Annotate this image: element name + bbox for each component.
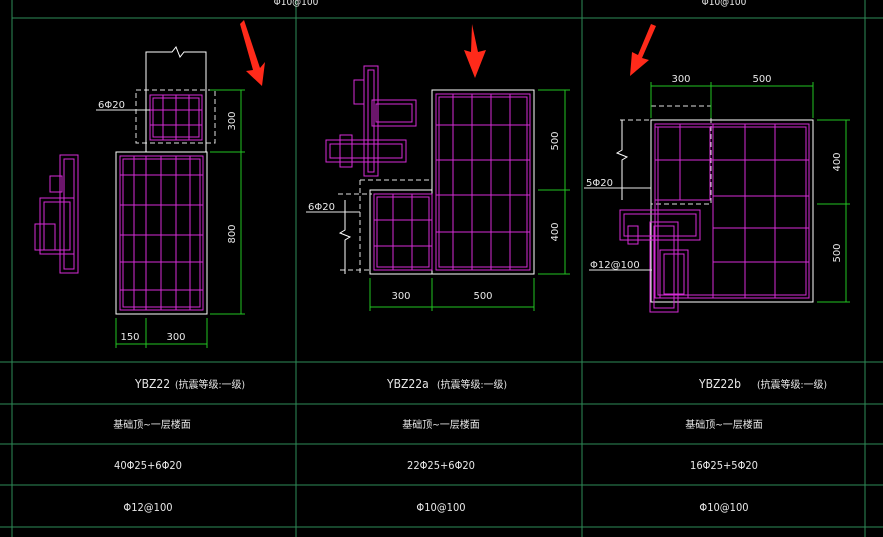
red-arrow-annotations: [240, 20, 656, 86]
dimension-lines: [650, 82, 850, 303]
col3-stirrup: Φ10@100: [699, 501, 748, 514]
table-text: YBZ22 (抗震等级:一级) 基础顶~一层楼面 40Φ25+6Φ20 Φ12@…: [113, 377, 827, 514]
callout-5phi20: 5Φ20: [586, 178, 613, 189]
col2-range: 基础顶~一层楼面: [402, 418, 480, 431]
col3-longitudinal: 16Φ25+5Φ20: [690, 459, 758, 472]
callout-6phi20: 6Φ20: [308, 202, 335, 213]
dimension-lines: [369, 89, 570, 311]
col2-longitudinal: 22Φ25+6Φ20: [407, 459, 475, 472]
rebar-cage: [119, 94, 204, 311]
col3-grade: (抗震等级:一级): [757, 378, 827, 391]
dim-400-vertical: 400: [550, 222, 561, 241]
rebar-cage: [325, 65, 531, 271]
hidden-wall-outline: [338, 179, 432, 274]
section-ybz22b[interactable]: 300 500 400 500 5Φ20 Φ12@100: [584, 74, 850, 313]
top-cut-label-2: Φ10@100: [702, 0, 747, 8]
dim-400-vertical: 400: [832, 152, 843, 171]
hidden-wall-outline: [620, 105, 712, 205]
dim-500: 500: [752, 74, 771, 85]
callout-phi12-100: Φ12@100: [590, 260, 640, 271]
col2-name: YBZ22a: [386, 377, 429, 391]
red-arrow-3-icon: [630, 24, 656, 76]
col3-range: 基础顶~一层楼面: [685, 418, 763, 431]
column-outline: [115, 151, 208, 315]
break-line: [615, 120, 629, 200]
col1-longitudinal: 40Φ25+6Φ20: [114, 459, 182, 472]
section-ybz22a[interactable]: 500 400 300 500 6Φ20: [306, 65, 570, 311]
column-outline: [431, 89, 535, 275]
dim-300: 300: [671, 74, 690, 85]
rebar-cage: [619, 123, 810, 313]
col1-name: YBZ22: [134, 377, 170, 391]
hidden-wall-outline: [135, 89, 216, 144]
col1-range: 基础顶~一层楼面: [113, 418, 191, 431]
stirrup-detail: [34, 154, 79, 274]
dim-800-vertical: 800: [227, 224, 238, 243]
dim-300-vertical: 300: [227, 111, 238, 130]
red-arrow-2-icon: [464, 24, 486, 78]
col1-grade: (抗震等级:一级): [175, 378, 245, 391]
callout-6phi20: 6Φ20: [98, 100, 125, 111]
col3-name: YBZ22b: [698, 377, 741, 391]
dim-300: 300: [391, 291, 410, 302]
col2-grade: (抗震等级:一级): [437, 378, 507, 391]
break-line: [145, 46, 207, 58]
dimension-lines: [115, 89, 245, 348]
top-cut-label-1: Φ10@100: [274, 0, 319, 8]
dim-300: 300: [166, 332, 185, 343]
dim-500-vertical: 500: [832, 243, 843, 262]
dim-150: 150: [120, 332, 139, 343]
dim-500-vertical: 500: [550, 131, 561, 150]
dim-500: 500: [473, 291, 492, 302]
red-arrow-1-icon: [240, 20, 265, 86]
col2-stirrup: Φ10@100: [416, 501, 465, 514]
section-ybz22[interactable]: 300 800 150 300 6Φ20: [34, 46, 245, 348]
column-outline: [650, 119, 814, 303]
col1-stirrup: Φ12@100: [123, 501, 172, 514]
break-line: [338, 200, 352, 274]
